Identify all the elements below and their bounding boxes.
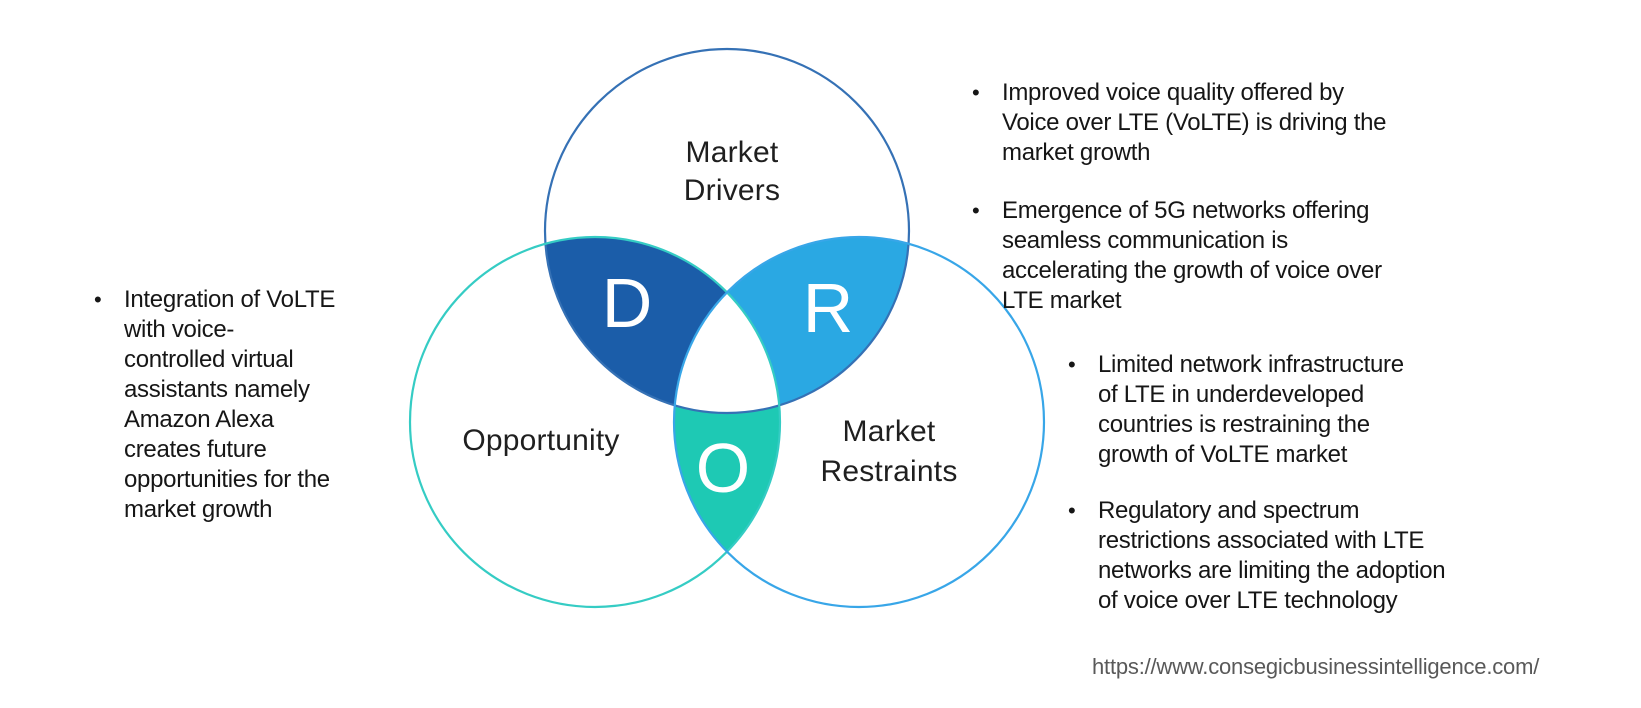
bullet-text: Integration of VoLTE with voice- control… bbox=[124, 286, 336, 523]
market-drivers-circle bbox=[543, 47, 911, 415]
letter-r: R bbox=[802, 269, 854, 347]
list-item: • Emergence of 5G networks offering seam… bbox=[972, 196, 1532, 316]
bullet-icon: • bbox=[1068, 498, 1076, 523]
market-restraints-circle bbox=[672, 235, 1046, 609]
bullet-icon: • bbox=[1068, 352, 1076, 377]
market-drivers-label: Market Drivers bbox=[683, 136, 781, 207]
bullet-text: Emergence of 5G networks offering seamle… bbox=[1002, 197, 1382, 314]
bullet-icon: • bbox=[972, 80, 980, 105]
list-item: • Improved voice quality offered by Voic… bbox=[972, 78, 1532, 168]
bullet-text: Improved voice quality offered by Voice … bbox=[1002, 79, 1387, 166]
bullet-text: Limited network infrastructure of LTE in… bbox=[1098, 351, 1404, 468]
bullet-icon: • bbox=[94, 287, 102, 312]
market-restraints-label: Market Restraints bbox=[820, 415, 958, 488]
restraints-bullet-list: • Limited network infrastructure of LTE … bbox=[1068, 350, 1588, 642]
drivers-restraints-overlap-region bbox=[674, 237, 909, 413]
drivers-opportunity-overlap-region bbox=[545, 237, 780, 413]
source-url-link[interactable]: https://www.consegicbusinessintelligence… bbox=[1092, 654, 1540, 679]
list-item: • Regulatory and spectrum restrictions a… bbox=[1068, 496, 1588, 616]
letter-o: O bbox=[695, 429, 751, 507]
opportunity-bullet-list: • Integration of VoLTE with voice- contr… bbox=[94, 285, 404, 525]
list-item: • Limited network infrastructure of LTE … bbox=[1068, 350, 1588, 470]
list-item: • Integration of VoLTE with voice- contr… bbox=[94, 285, 404, 525]
bullet-icon: • bbox=[972, 198, 980, 223]
opportunity-label: Opportunity bbox=[462, 424, 620, 457]
letter-d: D bbox=[601, 264, 653, 342]
bullet-text: Regulatory and spectrum restrictions ass… bbox=[1098, 497, 1446, 614]
opportunity-circle bbox=[408, 235, 782, 609]
drivers-bullet-list: • Improved voice quality offered by Voic… bbox=[972, 78, 1532, 344]
